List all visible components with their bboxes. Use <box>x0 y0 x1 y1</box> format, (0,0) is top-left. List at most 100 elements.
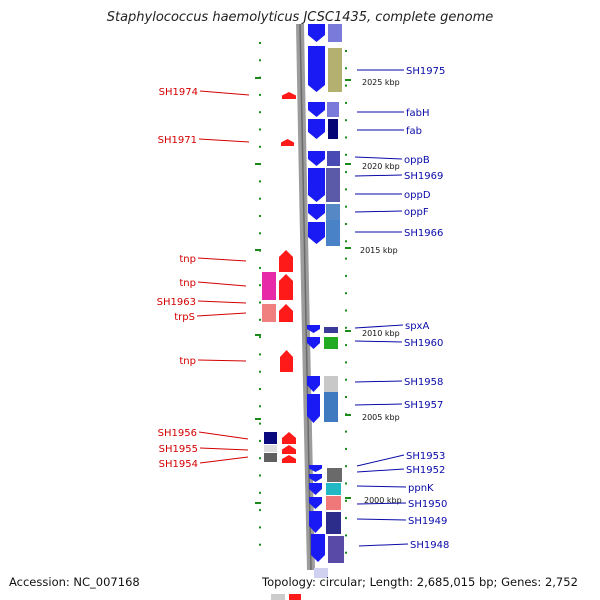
tick-right <box>345 292 347 295</box>
tick-left <box>259 301 261 304</box>
tick-left <box>259 353 261 356</box>
tick-right <box>345 344 347 347</box>
gene-feature-box <box>326 204 340 220</box>
tick-right <box>345 240 347 243</box>
gene-label-right: SH1975 <box>406 66 445 77</box>
gene-label-right: SH1949 <box>408 516 447 527</box>
gene-feature-box <box>326 483 341 495</box>
tick-right <box>345 534 347 537</box>
reverse-gene-arrow <box>282 445 296 454</box>
gene-track <box>262 24 344 563</box>
tick-left <box>259 405 261 408</box>
forward-gene-arrow <box>309 511 322 533</box>
gene-feature-box <box>327 151 340 166</box>
major-tick-left <box>255 77 261 79</box>
gene-feature-box <box>264 445 277 452</box>
major-tick-right <box>345 414 351 416</box>
leader-line-right <box>356 518 407 521</box>
gene-feature-box <box>328 536 344 563</box>
gene-feature-box <box>324 337 338 349</box>
gene-label-left: SH1955 <box>159 444 198 455</box>
gene-feature-box <box>328 119 338 139</box>
tick-right <box>345 223 347 225</box>
gene-label-right: fabH <box>406 108 430 119</box>
forward-gene-arrow <box>309 465 322 472</box>
scale-label: 2000 kbp <box>364 496 402 505</box>
tick-right <box>345 447 347 450</box>
forward-gene-arrow <box>308 102 325 117</box>
tick-left <box>259 232 261 235</box>
tick-left <box>259 111 261 114</box>
leader-line-left <box>197 281 247 287</box>
forward-gene-arrow <box>311 534 325 562</box>
tick-right <box>345 309 347 312</box>
tick-left <box>259 526 261 529</box>
leader-line-right <box>354 210 403 213</box>
tick-left <box>259 422 261 425</box>
gene-label-left: trpS <box>174 312 195 323</box>
tick-right <box>345 396 347 398</box>
tick-left <box>259 128 261 131</box>
tick-left <box>259 59 261 62</box>
gene-label-right: oppD <box>404 190 431 201</box>
forward-gene-arrow <box>307 337 320 349</box>
tick-right <box>345 205 347 208</box>
forward-gene-arrow <box>308 222 325 244</box>
tick-right <box>345 153 347 156</box>
tick-right <box>345 465 347 468</box>
gene-feature-box <box>262 272 276 300</box>
tick-right <box>345 517 347 520</box>
scale-label: 2020 kbp <box>362 162 400 171</box>
leader-line-left <box>196 312 247 317</box>
tick-left <box>259 42 261 44</box>
tick-left <box>259 197 261 200</box>
tick-right <box>345 136 347 139</box>
continuation-red <box>289 594 301 600</box>
tick-right <box>345 119 347 122</box>
gene-feature-box <box>324 376 338 392</box>
leader-line-right <box>358 543 409 547</box>
tick-right <box>345 188 347 191</box>
gene-label-right: SH1958 <box>404 377 443 388</box>
leader-line-left <box>199 447 249 451</box>
gene-feature-box <box>326 512 341 534</box>
gene-feature-box <box>328 48 342 92</box>
forward-gene-arrow <box>308 46 325 92</box>
major-tick-right <box>345 247 351 249</box>
leader-line-right <box>354 380 403 383</box>
reverse-gene-arrow <box>282 92 296 99</box>
gene-label-right: SH1957 <box>404 400 443 411</box>
forward-gene-arrow <box>309 483 322 495</box>
reverse-gene-arrow <box>282 432 296 444</box>
tick-left <box>259 457 261 460</box>
tick-right <box>345 274 347 277</box>
tick-left <box>259 284 261 287</box>
gene-label-left: tnp <box>179 254 196 265</box>
reverse-gene-arrow <box>279 274 293 300</box>
leader-line-left <box>199 456 249 464</box>
gene-labels: SH1974SH1971tnptnpSH1963trpStnpSH1956SH1… <box>157 66 450 551</box>
gene-label-right: SH1952 <box>406 465 445 476</box>
backbone-line <box>299 23 312 571</box>
tick-left <box>259 215 261 217</box>
leader-line-right <box>356 454 405 467</box>
gene-label-right: ppnK <box>408 483 434 494</box>
gene-label-right: SH1969 <box>404 171 443 182</box>
gene-feature-box <box>327 102 339 117</box>
gene-label-right: spxA <box>405 321 429 332</box>
continuation-grey <box>271 594 285 600</box>
tick-left <box>259 474 261 477</box>
gene-feature-box <box>264 432 277 444</box>
gene-feature-box <box>326 496 341 510</box>
major-tick-left <box>255 418 261 420</box>
major-tick-left <box>255 334 261 336</box>
gene-label-left: SH1971 <box>158 135 197 146</box>
tick-left <box>259 491 261 494</box>
major-tick-right <box>345 497 351 499</box>
gene-feature-box <box>326 220 340 246</box>
leader-line-left <box>199 90 250 96</box>
tick-right <box>345 84 347 87</box>
gene-label-left: SH1963 <box>157 297 196 308</box>
